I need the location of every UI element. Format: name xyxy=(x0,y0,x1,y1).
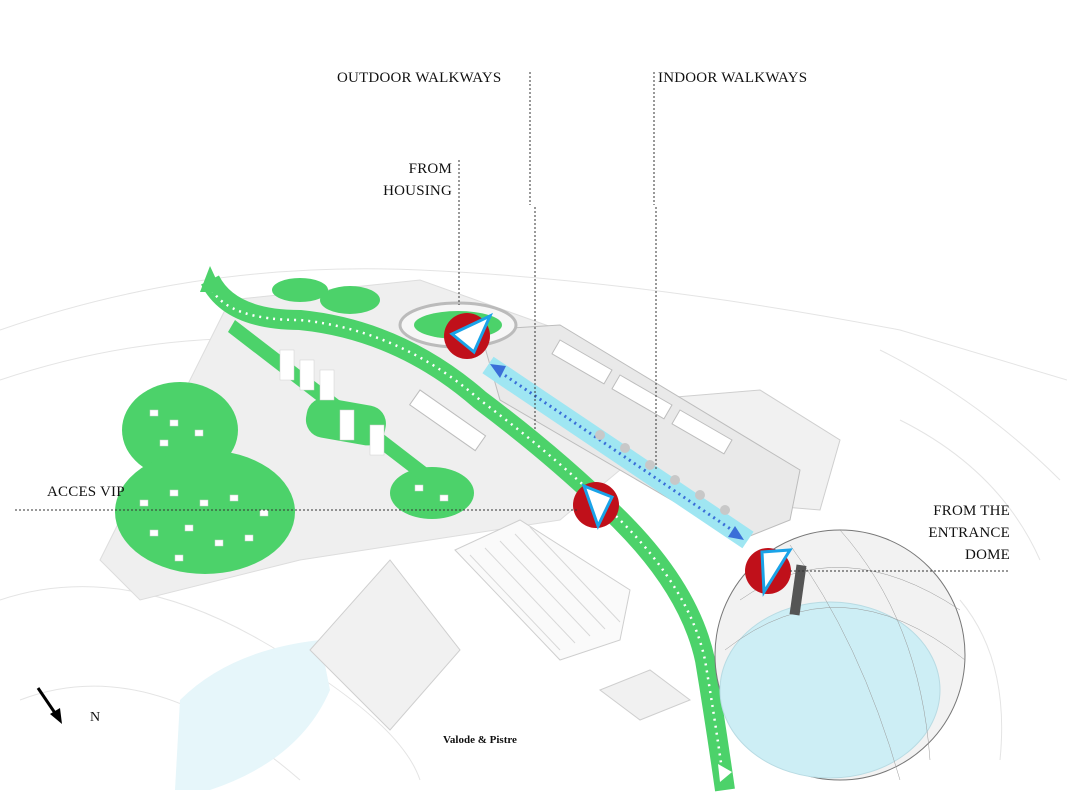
building-modules xyxy=(408,339,733,455)
lake xyxy=(175,640,330,790)
outdoor-walkway-dots xyxy=(210,289,724,771)
indoor-arrow-right xyxy=(728,526,744,540)
label-from-entrance-dome: FROM THE ENTRANCE DOME xyxy=(920,500,1010,566)
indoor-arrow-left xyxy=(490,364,506,378)
label-from-entrance-line3: DOME xyxy=(965,547,1010,563)
label-from-entrance-line1: FROM THE xyxy=(933,503,1010,519)
label-from-housing-line2: HOUSING xyxy=(383,183,452,199)
access-marker-housing xyxy=(444,312,494,359)
path-arrow-bottom xyxy=(718,764,732,782)
path-arrow-top xyxy=(200,266,222,292)
village-houses xyxy=(139,349,449,562)
parking-stripes xyxy=(469,526,621,651)
label-from-entrance-line2: ENTRANCE xyxy=(928,525,1010,541)
access-marker-vip xyxy=(573,482,619,530)
terrain-contours xyxy=(0,268,1067,781)
north-arrow-icon xyxy=(36,687,62,724)
label-from-housing: FROM HOUSING xyxy=(360,158,452,202)
north-label: N xyxy=(90,710,101,725)
label-indoor-walkways: INDOOR WALKWAYS xyxy=(658,70,808,86)
entrance-dome xyxy=(714,529,966,781)
label-from-housing-line1: FROM xyxy=(408,161,452,177)
leader-lines xyxy=(15,72,1010,572)
label-outdoor-walkways: OUTDOOR WALKWAYS xyxy=(337,70,502,86)
skylights xyxy=(595,430,730,515)
credit-text: Valode & Pistre xyxy=(443,734,517,746)
central-building xyxy=(479,324,801,541)
access-marker-dome xyxy=(745,548,793,597)
label-acces-vip: ACCES VIP xyxy=(47,484,125,500)
